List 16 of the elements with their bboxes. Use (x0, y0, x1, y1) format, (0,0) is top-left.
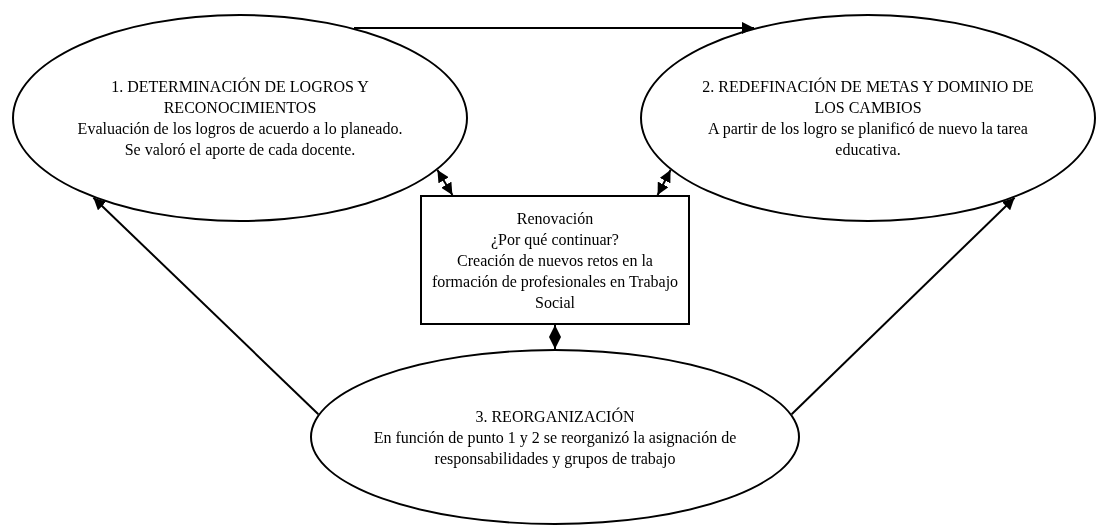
box-text: Renovación (516, 208, 594, 229)
node-title: 2. REDEFINACIÓN DE METAS Y DOMINIO DE LOS CAMBIOS (701, 76, 1035, 118)
arrow (790, 196, 1016, 416)
arrow (353, 21, 755, 34)
double-arrow (436, 169, 454, 196)
node-description: En función de punto 1 y 2 se reorganizó la asignación de responsabilidades y grupos de trabajo (372, 427, 738, 469)
node-title: 3. REORGANIZACIÓN (475, 406, 635, 427)
node-description: A partir de los logro se planificó de nuevo la tarea educativa. (707, 119, 1029, 160)
node-title: 1. DETERMINACIÓN DE LOGROS Y RECONOCIMIENTOS (110, 76, 370, 118)
process-box (420, 195, 690, 325)
box-text: ¿Por qué continuar? (491, 229, 619, 250)
double-arrow (549, 324, 561, 350)
node-description: Evaluación de los logros de acuerdo a lo planeado. Se valoró el aporte de cada docente. (76, 119, 404, 160)
box-text: Creación de nuevos retos en la formación de profesionales en Trabajo Social (430, 250, 680, 313)
double-arrow (656, 169, 672, 196)
arrow (92, 196, 320, 416)
